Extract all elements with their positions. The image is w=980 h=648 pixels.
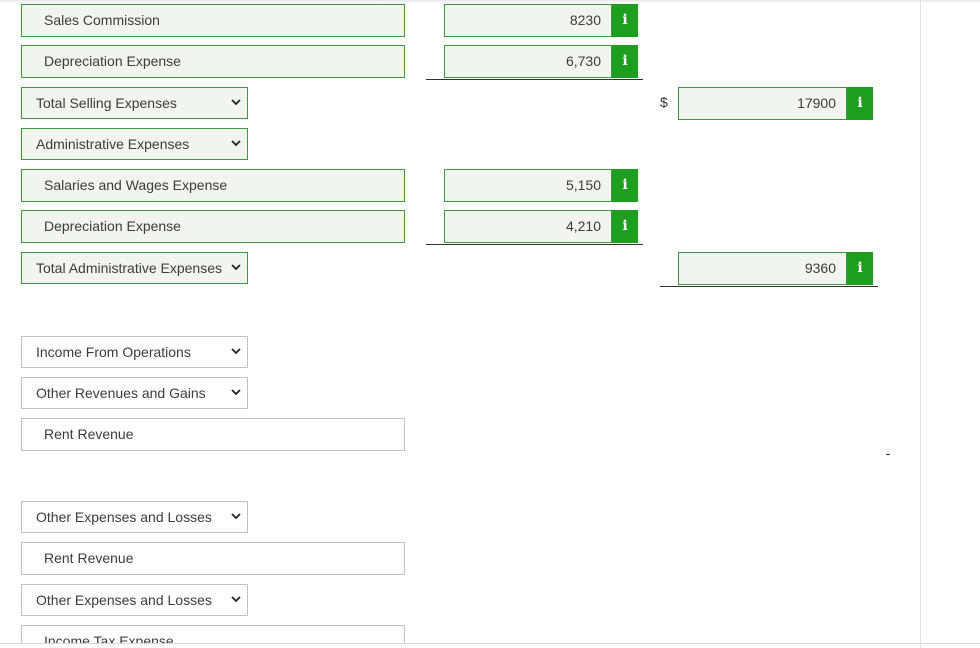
info-icon[interactable]: i <box>612 210 638 243</box>
depreciation-expense-admin-amount-group: 4,210 i <box>444 210 638 243</box>
chevron-down-icon <box>231 389 241 396</box>
other-expenses-losses-label-2: Other Expenses and Losses <box>36 592 212 608</box>
total-administrative-amount-group: 9360 i <box>678 252 873 285</box>
depreciation-expense-field[interactable]: Depreciation Expense <box>21 45 405 78</box>
subtotal-underline <box>426 244 643 245</box>
income-from-operations-label: Income From Operations <box>36 344 191 360</box>
salaries-wages-amount-input[interactable]: 5,150 <box>444 169 612 202</box>
chevron-down-icon <box>231 140 241 147</box>
administrative-expenses-label: Administrative Expenses <box>36 136 190 152</box>
rent-revenue-field-2[interactable]: Rent Revenue <box>21 542 405 575</box>
sales-commission-label: Sales Commission <box>44 12 160 28</box>
bottom-divider <box>0 643 980 644</box>
other-expenses-losses-select-2[interactable]: Other Expenses and Losses <box>21 584 248 616</box>
income-from-operations-select[interactable]: Income From Operations <box>21 336 248 368</box>
sales-commission-amount-group: 8230 i <box>444 4 638 37</box>
total-selling-amount-input[interactable]: 17900 <box>678 87 847 120</box>
other-revenues-gains-label: Other Revenues and Gains <box>36 385 206 401</box>
chevron-down-icon <box>231 513 241 520</box>
chevron-down-icon <box>231 348 241 355</box>
subtotal-underline <box>426 79 643 80</box>
chevron-down-icon <box>231 99 241 106</box>
right-divider <box>920 0 921 648</box>
income-tax-expense-field[interactable]: Income Tax Expense <box>21 625 405 643</box>
depreciation-expense-label: Depreciation Expense <box>44 53 181 69</box>
info-icon[interactable]: i <box>612 169 638 202</box>
info-icon[interactable]: i <box>612 4 638 37</box>
depreciation-expense-admin-label: Depreciation Expense <box>44 218 181 234</box>
total-administrative-expenses-label: Total Administrative Expenses <box>36 260 222 276</box>
total-administrative-amount-input[interactable]: 9360 <box>678 252 847 285</box>
total-selling-expenses-select[interactable]: Total Selling Expenses <box>21 87 248 119</box>
sales-commission-field[interactable]: Sales Commission <box>21 4 405 37</box>
rent-revenue-label: Rent Revenue <box>44 426 134 442</box>
depreciation-expense-admin-field[interactable]: Depreciation Expense <box>21 210 405 243</box>
total-selling-expenses-label: Total Selling Expenses <box>36 95 177 111</box>
other-expenses-losses-label: Other Expenses and Losses <box>36 509 212 525</box>
administrative-expenses-select[interactable]: Administrative Expenses <box>21 128 248 160</box>
info-icon[interactable]: i <box>612 45 638 78</box>
total-administrative-expenses-select[interactable]: Total Administrative Expenses <box>21 252 248 284</box>
currency-symbol: $ <box>660 94 668 110</box>
total-underline <box>660 286 878 287</box>
sales-commission-amount-input[interactable]: 8230 <box>444 4 612 37</box>
chevron-down-icon <box>231 264 241 271</box>
salaries-wages-label: Salaries and Wages Expense <box>44 177 228 193</box>
rent-revenue-label-2: Rent Revenue <box>44 550 134 566</box>
other-revenues-gains-select[interactable]: Other Revenues and Gains <box>21 377 248 409</box>
depreciation-expense-admin-amount-input[interactable]: 4,210 <box>444 210 612 243</box>
depreciation-expense-amount-input[interactable]: 6,730 <box>444 45 612 78</box>
info-icon[interactable]: i <box>847 252 873 285</box>
chevron-down-icon <box>231 596 241 603</box>
small-underline-mark <box>886 454 890 455</box>
other-expenses-losses-select[interactable]: Other Expenses and Losses <box>21 501 248 533</box>
salaries-wages-amount-group: 5,150 i <box>444 169 638 202</box>
depreciation-expense-amount-group: 6,730 i <box>444 45 638 78</box>
total-selling-amount-group: 17900 i <box>678 87 873 120</box>
info-icon[interactable]: i <box>847 87 873 120</box>
top-shadow <box>0 0 980 3</box>
salaries-wages-field[interactable]: Salaries and Wages Expense <box>21 169 405 202</box>
income-tax-expense-label: Income Tax Expense <box>44 633 174 643</box>
rent-revenue-field[interactable]: Rent Revenue <box>21 418 405 451</box>
